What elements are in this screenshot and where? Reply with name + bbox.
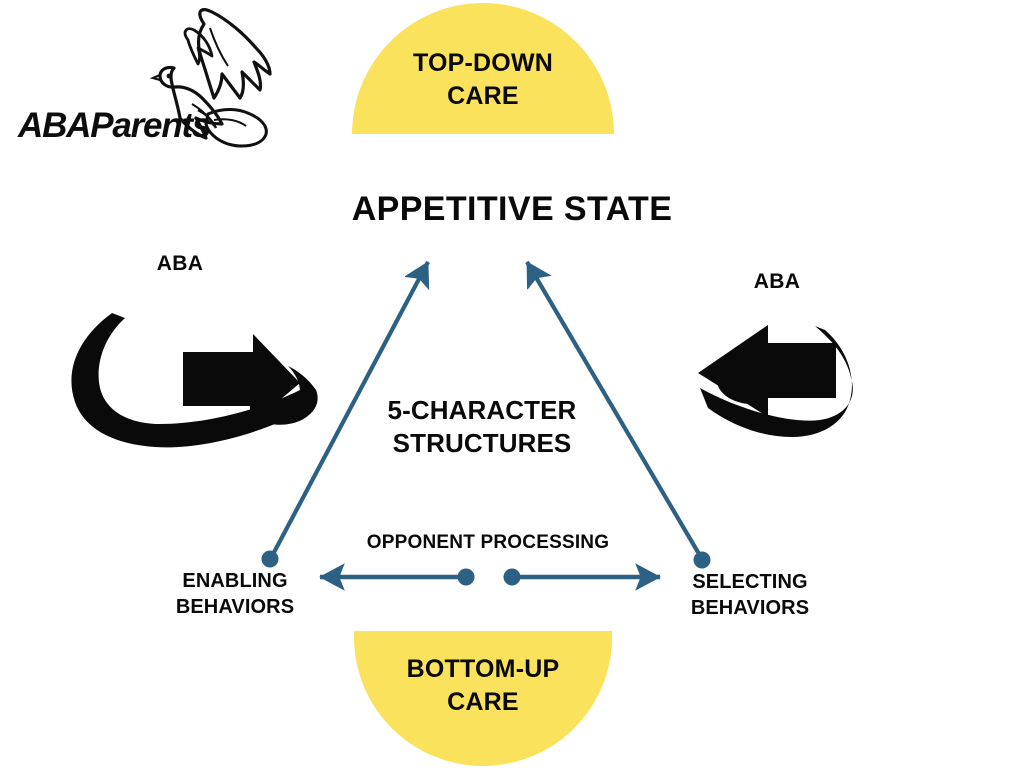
top-down-care-line1: TOP-DOWN [412,49,553,77]
bottom-up-care-label: BOTTOM-UP CARE [354,653,612,720]
dove-icon [149,8,272,148]
character-structures-line2: STRUCTURES [392,428,572,459]
top-down-care-label: TOP-DOWN CARE [352,47,614,114]
aba-label-right: ABA [753,270,801,293]
selecting-behaviors-line1: SELECTING [692,571,808,593]
selecting-behaviors-label: SELECTING BEHAVIORS [655,570,845,621]
brand-logo-text: ABAParents [18,106,211,145]
triangle-left-leg [261,261,430,568]
opponent-arrow-right [503,563,661,591]
aba-label-left: ABA [156,252,204,275]
bottom-up-care-line1: BOTTOM-UP [406,655,560,683]
enabling-behaviors-label: ENABLING BEHAVIORS [140,569,330,620]
triangle-right-leg [525,260,711,569]
opponent-arrow-left [319,563,475,591]
appetitive-state-label: APPETITIVE STATE [351,190,673,228]
aba-curved-arrow-left [71,313,318,448]
character-structures-line1: 5-CHARACTER [387,395,577,425]
brand-logo: ABAParents [8,8,278,148]
opponent-processing-label: OPPONENT PROCESSING [366,532,610,553]
bottom-up-care-line2: CARE [447,688,519,717]
character-structures-label: 5-CHARACTER STRUCTURES [312,394,652,461]
selecting-behaviors-line2: BEHAVIORS [690,596,810,619]
enabling-behaviors-line2: BEHAVIORS [175,595,295,618]
aba-curved-arrow-right [698,325,853,437]
top-down-care-line2: CARE [447,82,519,111]
enabling-behaviors-line1: ENABLING [182,570,288,592]
